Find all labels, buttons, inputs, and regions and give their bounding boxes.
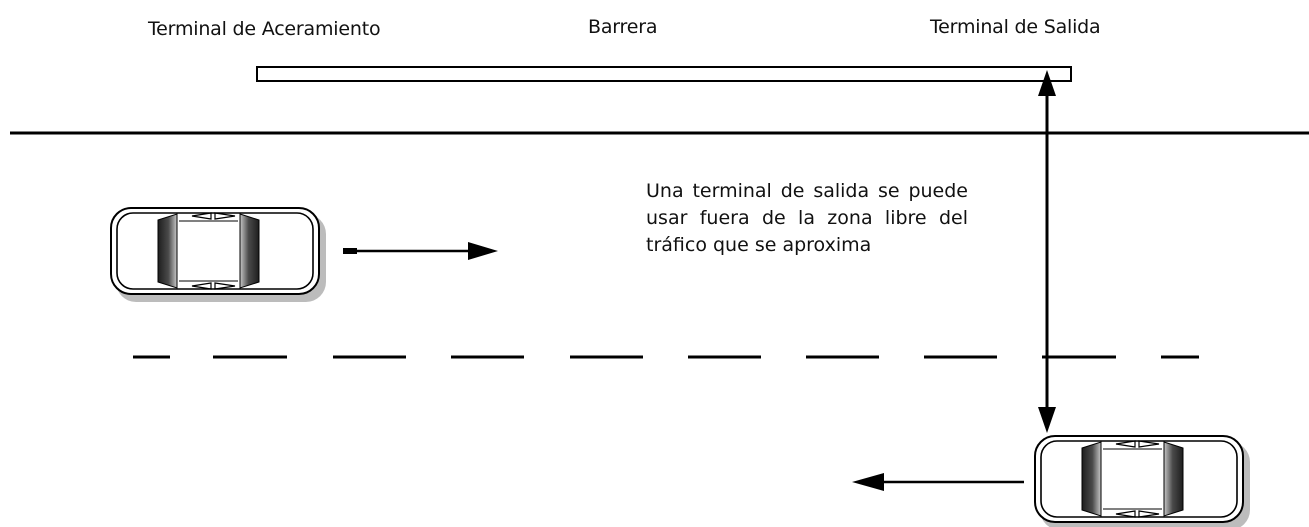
barrier-rect: [256, 66, 1072, 82]
car-topview-icon: [1034, 435, 1251, 527]
car-topview-icon: [110, 207, 327, 303]
approach-terminal-label: Terminal de Aceramiento: [148, 18, 381, 40]
arrow-right-icon: [343, 242, 498, 260]
arrow-left-icon: [852, 473, 1024, 491]
exit-terminal-label: Terminal de Salida: [930, 16, 1101, 38]
double-arrow-icon: [1038, 70, 1056, 433]
exit-terminal-note: Una terminal de salida se puede usar fue…: [646, 180, 968, 256]
barrier-label: Barrera: [588, 16, 658, 38]
